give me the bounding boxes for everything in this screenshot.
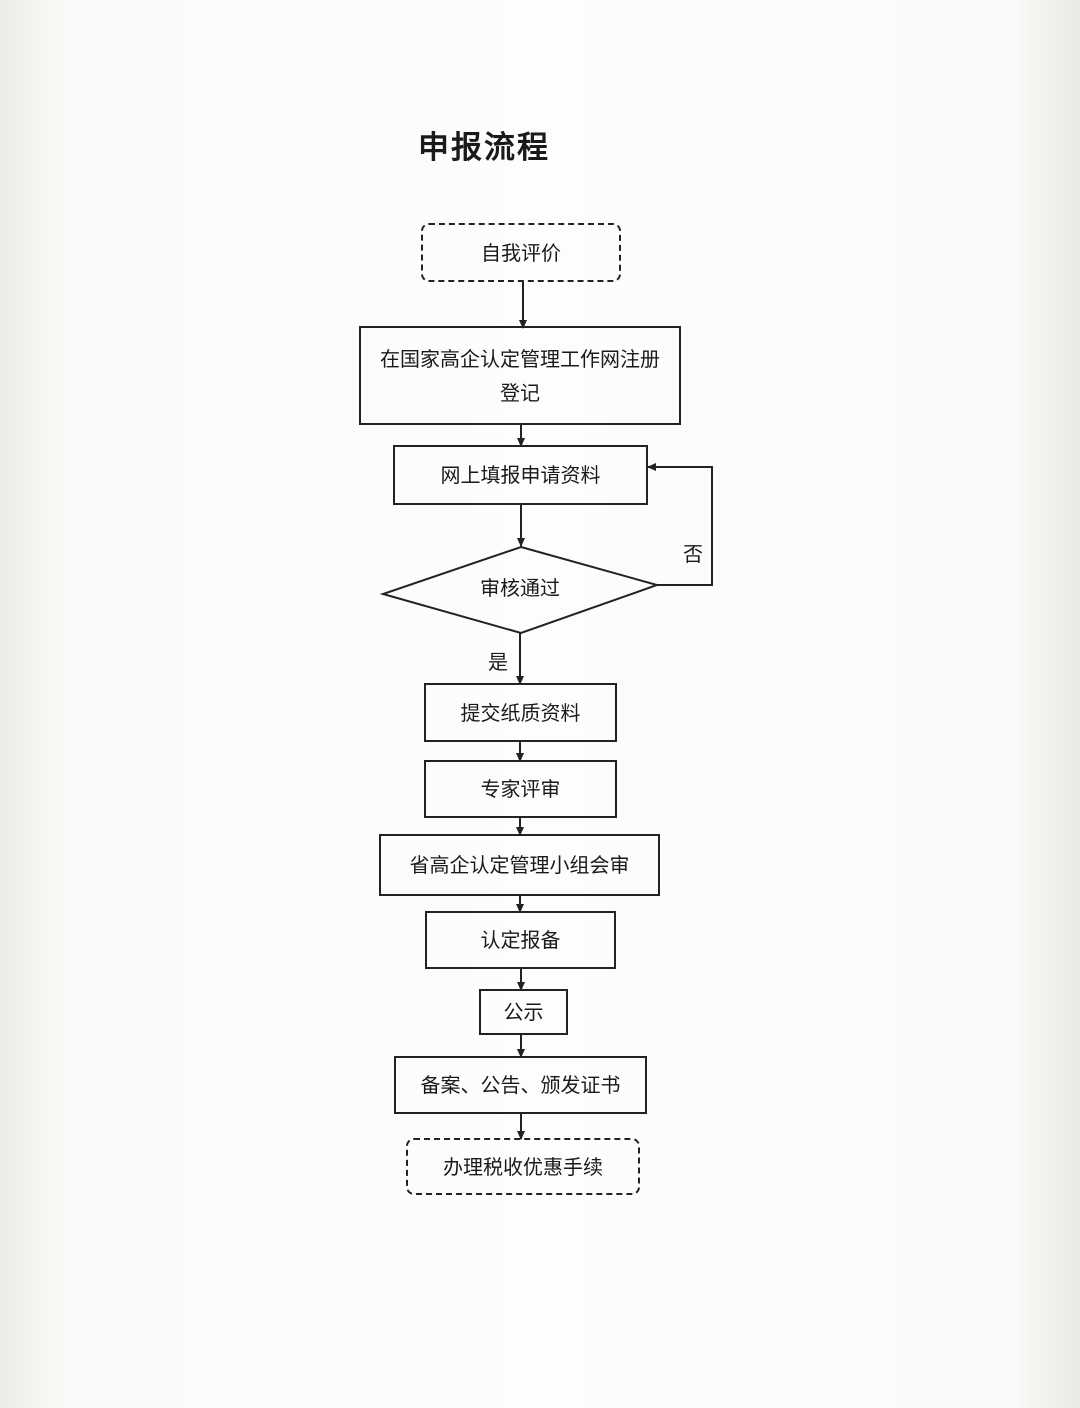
arrow-review-no-loop [647, 463, 713, 586]
node-tax-text: 办理税收优惠手续 [443, 1154, 603, 1179]
node-tax: 办理税收优惠手续 [406, 1138, 640, 1195]
node-filing: 认定报备 [425, 911, 616, 969]
edge-label-no: 否 [683, 542, 703, 566]
node-publicity-text: 公示 [503, 1000, 544, 1024]
node-filing-text: 认定报备 [480, 928, 561, 952]
node-provincial-review-text: 省高企认定管理小组会审 [409, 853, 630, 877]
node-register-text: 在国家高企认定管理工作网注册登记 [380, 346, 660, 405]
decision-diamond [379, 545, 661, 635]
node-self-eval: 自我评价 [421, 223, 621, 282]
node-certificate: 备案、公告、颁发证书 [394, 1056, 647, 1114]
node-expert-review: 专家评审 [424, 760, 617, 818]
node-fill-online: 网上填报申请资料 [393, 445, 648, 505]
node-expert-review-text: 专家评审 [480, 777, 561, 801]
node-self-eval-text: 自我评价 [481, 240, 561, 265]
edge-label-yes: 是 [488, 650, 508, 674]
node-review-text: 审核通过 [480, 576, 560, 600]
node-submit-paper: 提交纸质资料 [424, 683, 617, 742]
node-fill-online-text: 网上填报申请资料 [440, 463, 601, 487]
node-submit-paper-text: 提交纸质资料 [460, 700, 581, 725]
node-register: 在国家高企认定管理工作网注册登记 [359, 326, 681, 425]
page-title: 申报流程 [418, 130, 550, 166]
node-publicity: 公示 [479, 989, 568, 1035]
node-provincial-review: 省高企认定管理小组会审 [379, 834, 660, 896]
node-certificate-text: 备案、公告、颁发证书 [420, 1073, 621, 1097]
